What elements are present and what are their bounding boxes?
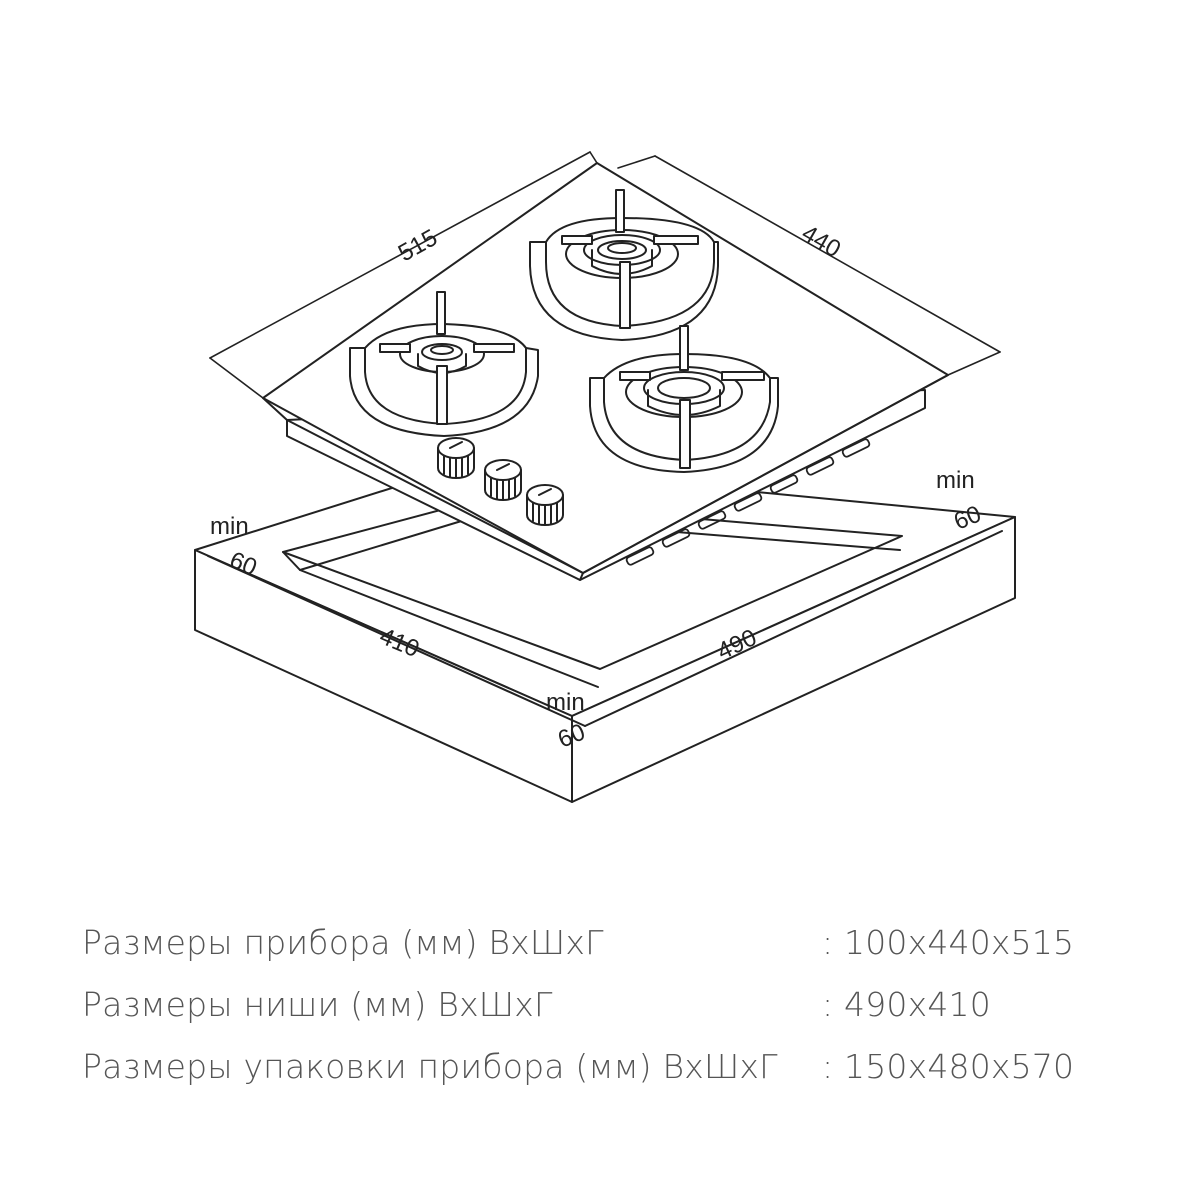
vent-slots bbox=[625, 438, 871, 566]
min-label-right: min bbox=[936, 467, 975, 494]
burner-back-right bbox=[529, 189, 719, 341]
spec-row-device: Размеры прибора (мм) ВхШхГ : 100x440x515 bbox=[82, 912, 1142, 974]
spec-label: Размеры прибора (мм) ВхШхГ bbox=[82, 923, 604, 962]
hob-dimension-diagram: 515 440 min 60 min 60 min 60 410 490 bbox=[194, 151, 1016, 803]
spec-list: Размеры прибора (мм) ВхШхГ : 100x440x515… bbox=[82, 912, 1142, 1098]
min-label-left: min bbox=[210, 513, 249, 540]
spec-row-niche: Размеры ниши (мм) ВхШхГ : 490x410 bbox=[82, 974, 1142, 1036]
dim-length-label: 515 bbox=[394, 224, 442, 267]
spec-label: Размеры упаковки прибора (мм) ВхШхГ bbox=[82, 1047, 778, 1086]
burner-left bbox=[349, 291, 539, 437]
spec-label: Размеры ниши (мм) ВхШхГ bbox=[82, 985, 553, 1024]
min-label-front: min bbox=[546, 689, 585, 716]
spec-row-package: Размеры упаковки прибора (мм) ВхШхГ : 15… bbox=[82, 1036, 1142, 1098]
spec-value: : 490x410 bbox=[822, 985, 991, 1024]
knob-1 bbox=[437, 437, 475, 479]
hob-body bbox=[262, 162, 949, 581]
burner-right bbox=[589, 325, 779, 473]
knob-3 bbox=[526, 484, 564, 526]
dimension-lines bbox=[209, 151, 1001, 399]
spec-value: : 150x480x570 bbox=[822, 1047, 1075, 1086]
knob-2 bbox=[484, 459, 522, 501]
spec-value: : 100x440x515 bbox=[822, 923, 1075, 962]
countertop-frame bbox=[194, 463, 1016, 803]
dim-width-label: 440 bbox=[797, 220, 845, 263]
